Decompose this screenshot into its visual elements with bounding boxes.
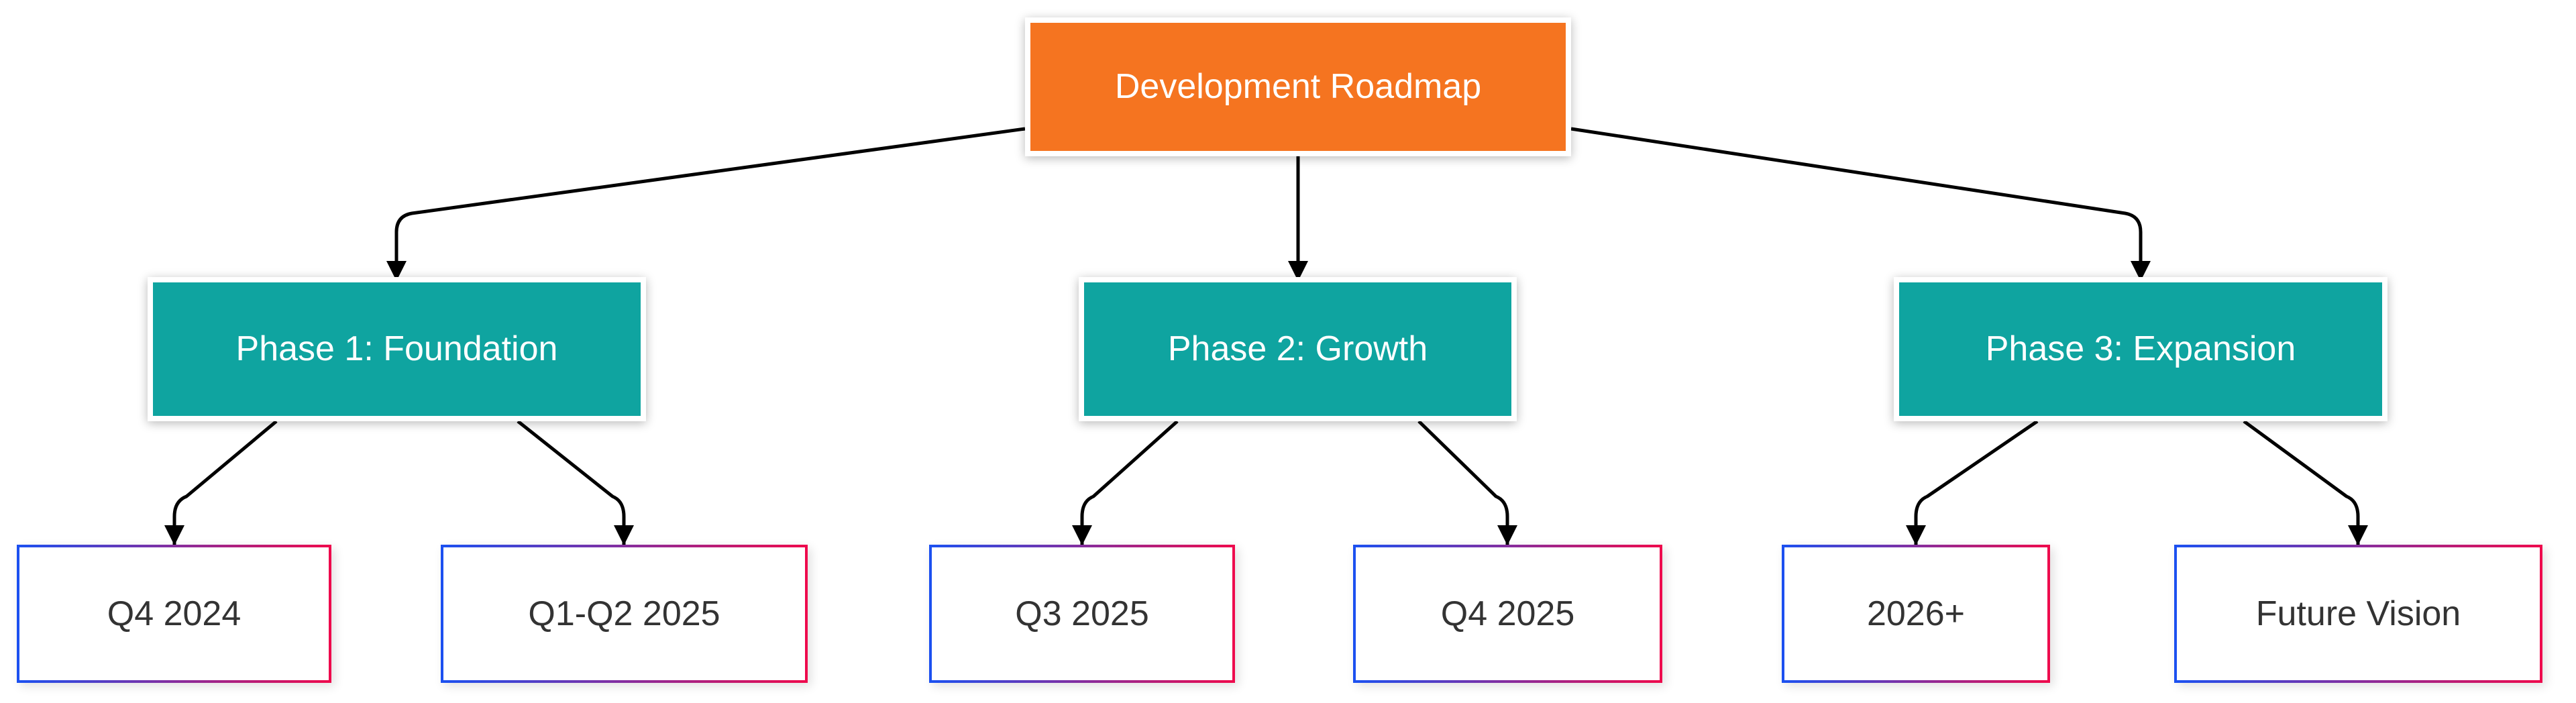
node-label: Future Vision [2255, 594, 2461, 633]
edge-phase1-to-q4-2024 [164, 420, 278, 545]
node-label: Q3 2025 [1015, 594, 1149, 633]
edge-phase3-to-future-vision [2243, 419, 2368, 545]
node-label: Phase 1: Foundation [235, 329, 558, 369]
edge-root-to-phase1 [386, 127, 1026, 281]
node-label: Q1-Q2 2025 [528, 594, 720, 633]
edge-phase3-to-2026-plus [1906, 419, 2039, 545]
node-q4-2025: Q4 2025 [1353, 545, 1662, 683]
edge-phase2-to-q3-2025 [1072, 420, 1179, 545]
node-label: Development Roadmap [1114, 67, 1482, 107]
edge-phase1-to-q1-q2-2025 [517, 420, 634, 545]
node-phase-1-foundation: Phase 1: Foundation [148, 277, 646, 421]
edge-root-to-phase3 [1570, 127, 2151, 281]
edge-phase2-to-q4-2025 [1417, 420, 1517, 545]
node-phase-3-expansion: Phase 3: Expansion [1894, 277, 2387, 421]
node-q3-2025: Q3 2025 [929, 545, 1235, 683]
node-label: Q4 2024 [107, 594, 241, 633]
node-label: Phase 2: Growth [1167, 329, 1428, 369]
node-q4-2024: Q4 2024 [17, 545, 331, 683]
node-q1-q2-2025: Q1-Q2 2025 [441, 545, 808, 683]
node-2026-plus: 2026+ [1782, 545, 2050, 683]
node-future-vision: Future Vision [2174, 545, 2542, 683]
node-label: 2026+ [1866, 594, 1966, 633]
node-phase-2-growth: Phase 2: Growth [1079, 277, 1517, 421]
node-development-roadmap: Development Roadmap [1025, 17, 1571, 156]
node-label: Phase 3: Expansion [1985, 329, 2296, 369]
node-label: Q4 2025 [1440, 594, 1575, 633]
